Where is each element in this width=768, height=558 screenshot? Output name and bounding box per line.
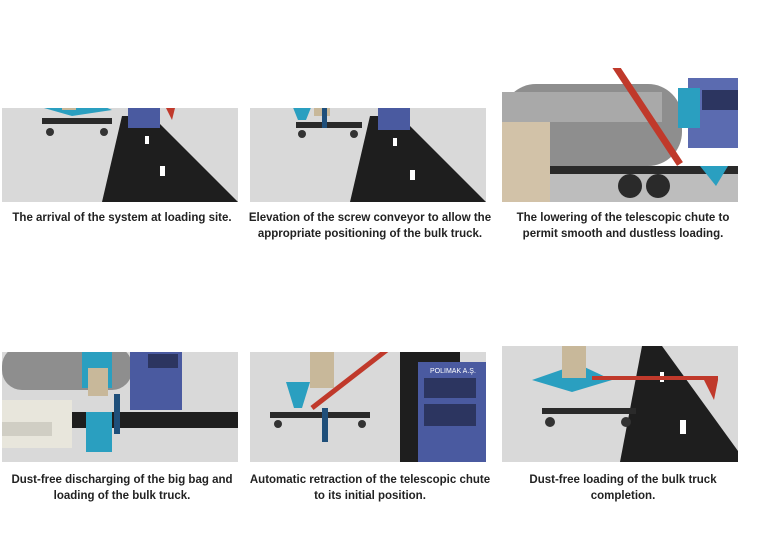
step-5-caption: Automatic retraction of the telescopic c… [249,474,491,502]
step-3-caption: The lowering of the telescopic chute to … [516,212,730,240]
step-5-illustration: POLIMAK A.Ş. [250,352,486,462]
step-1-caption: The arrival of the system at loading sit… [12,212,232,224]
step-4-illustration [2,352,238,462]
truck-label: POLIMAK A.Ş. [430,368,476,375]
step-1-illustration [2,108,238,202]
step-2-caption: Elevation of the screw conveyor to allow… [248,212,492,240]
step-6-illustration [502,346,738,462]
step-4-caption: Dust-free discharging of the big bag and… [11,474,233,502]
step-6-caption: Dust-free loading of the bulk truck comp… [529,474,717,502]
step-2-illustration [250,108,486,202]
step-3-illustration [502,68,738,202]
